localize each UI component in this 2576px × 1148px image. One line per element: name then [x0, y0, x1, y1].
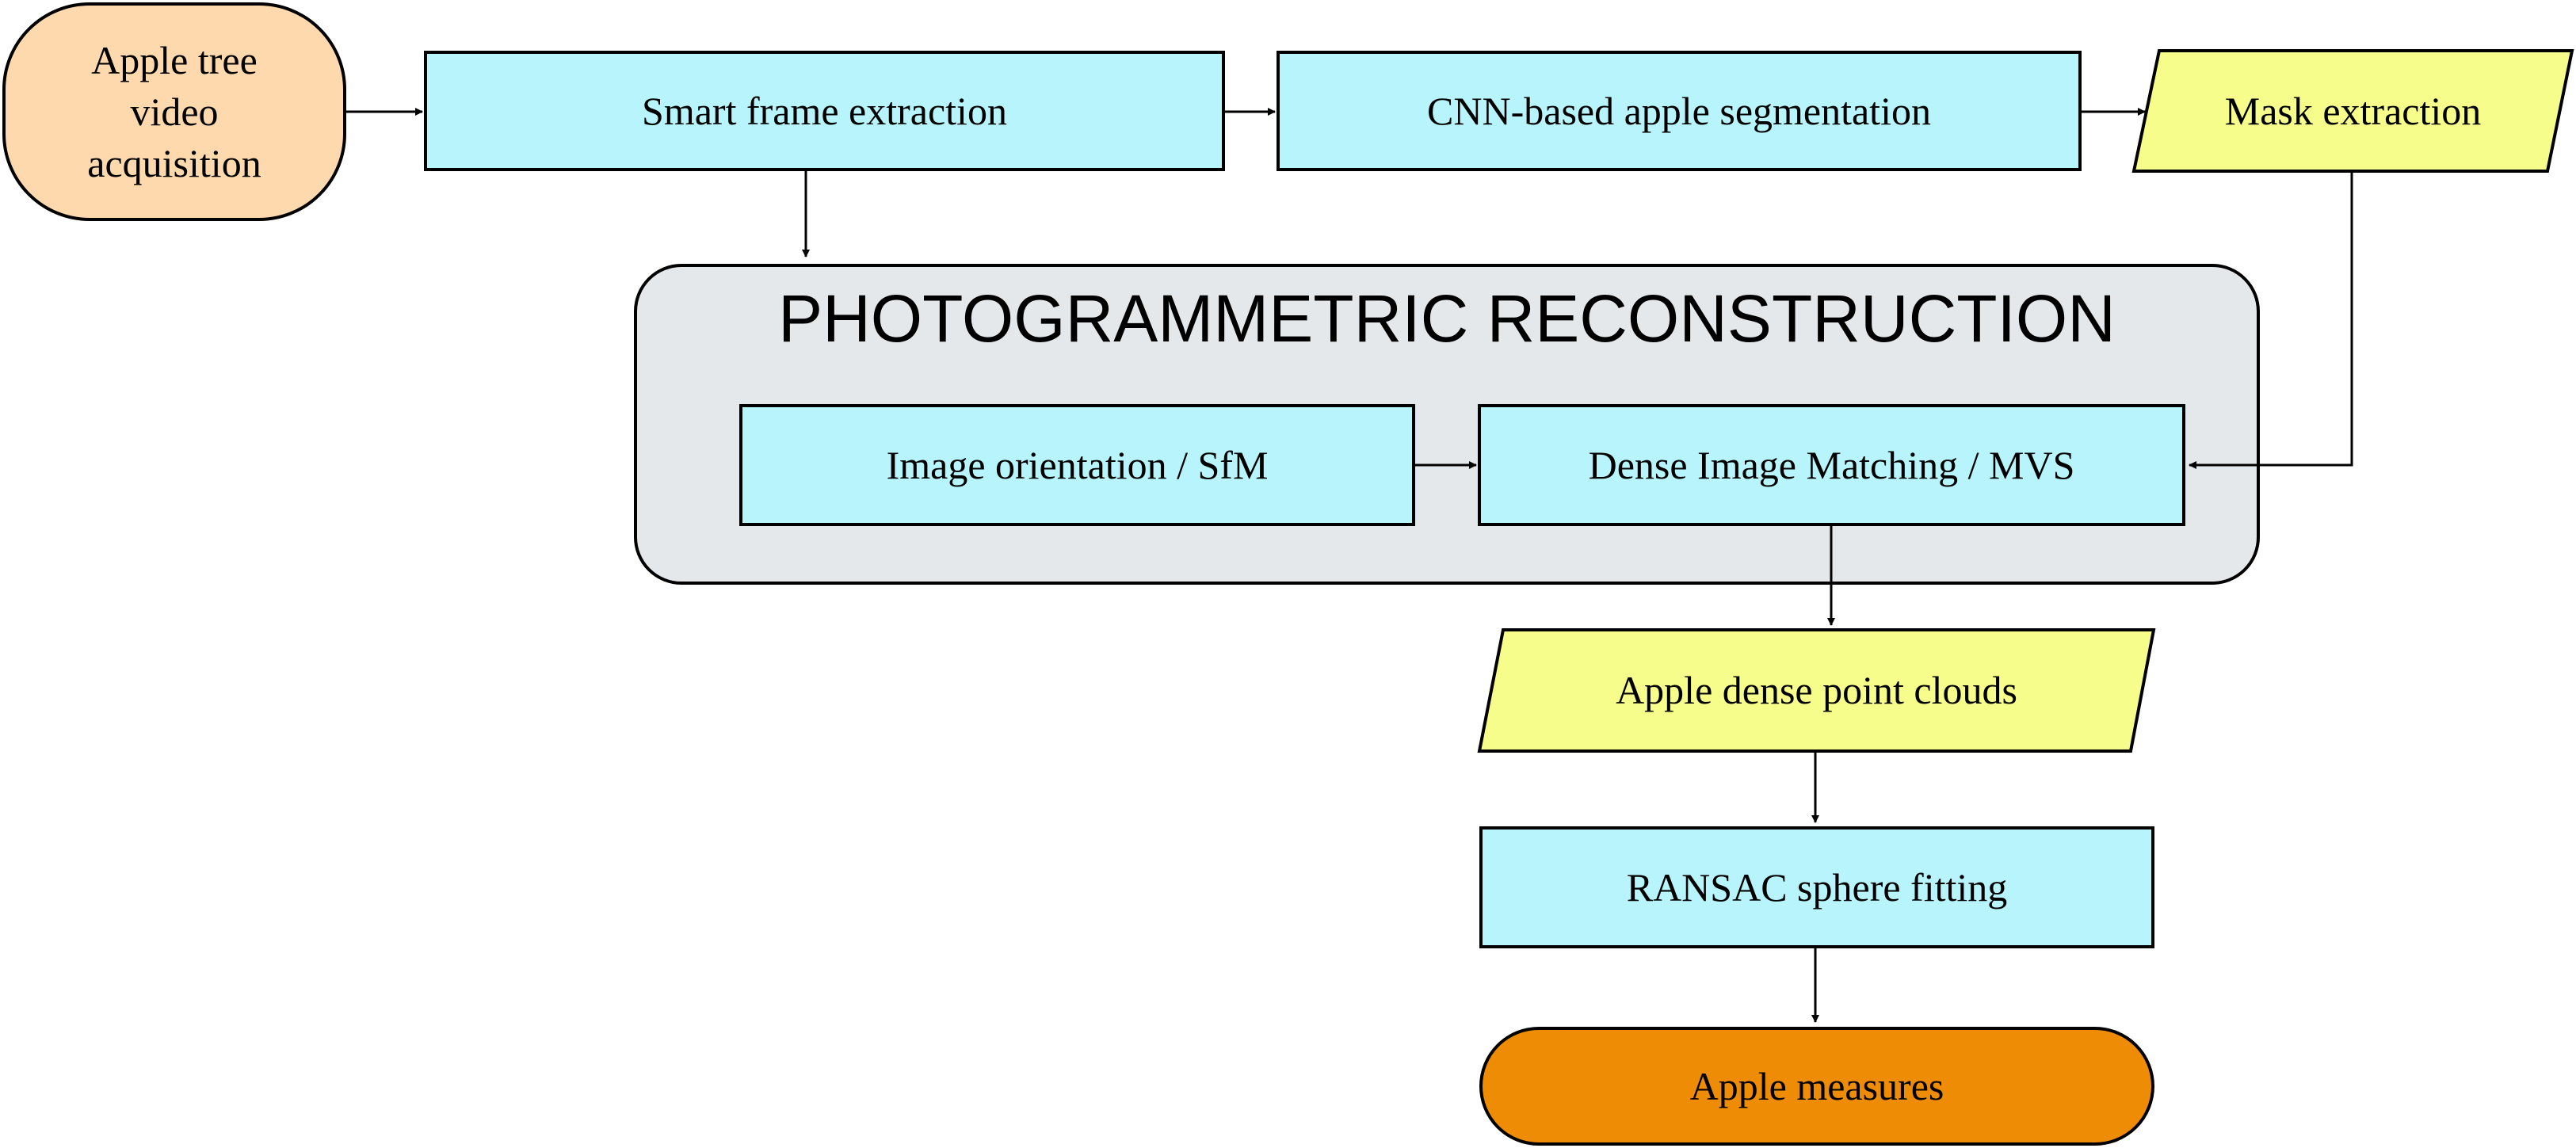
image-orientation-node: Image orientation / SfM [739, 404, 1415, 526]
frame-extraction-label: Smart frame extraction [642, 88, 1007, 133]
mask-extraction-label: Mask extraction [2224, 88, 2482, 133]
sphere-fitting-node: RANSAC sphere fitting [1479, 826, 2154, 948]
mask-extraction-shape [2131, 49, 2574, 173]
sphere-fitting-label: RANSAC sphere fitting [1626, 864, 2008, 910]
point-clouds-shape [1477, 628, 2156, 753]
point-clouds-label: Apple dense point clouds [1616, 668, 2017, 712]
dense-matching-node: Dense Image Matching / MVS [1478, 404, 2185, 526]
video-acquisition-node: Apple tree video acquisition [2, 2, 346, 221]
frame-extraction-node: Smart frame extraction [424, 51, 1225, 171]
dense-matching-label: Dense Image Matching / MVS [1588, 442, 2075, 487]
video-acquisition-label: Apple tree video acquisition [87, 37, 261, 185]
image-orientation-label: Image orientation / SfM [886, 442, 1269, 487]
segmentation-node: CNN-based apple segmentation [1277, 51, 2082, 171]
segmentation-label: CNN-based apple segmentation [1427, 88, 1931, 133]
arrow-mask-to-dense-matching [2189, 171, 2353, 469]
photogrammetric-reconstruction-title: PHOTOGRAMMETRIC RECONSTRUCTION [778, 281, 2116, 356]
apple-measures-label: Apple measures [1689, 1063, 1944, 1108]
apple-measures-node: Apple measures [1479, 1027, 2154, 1146]
